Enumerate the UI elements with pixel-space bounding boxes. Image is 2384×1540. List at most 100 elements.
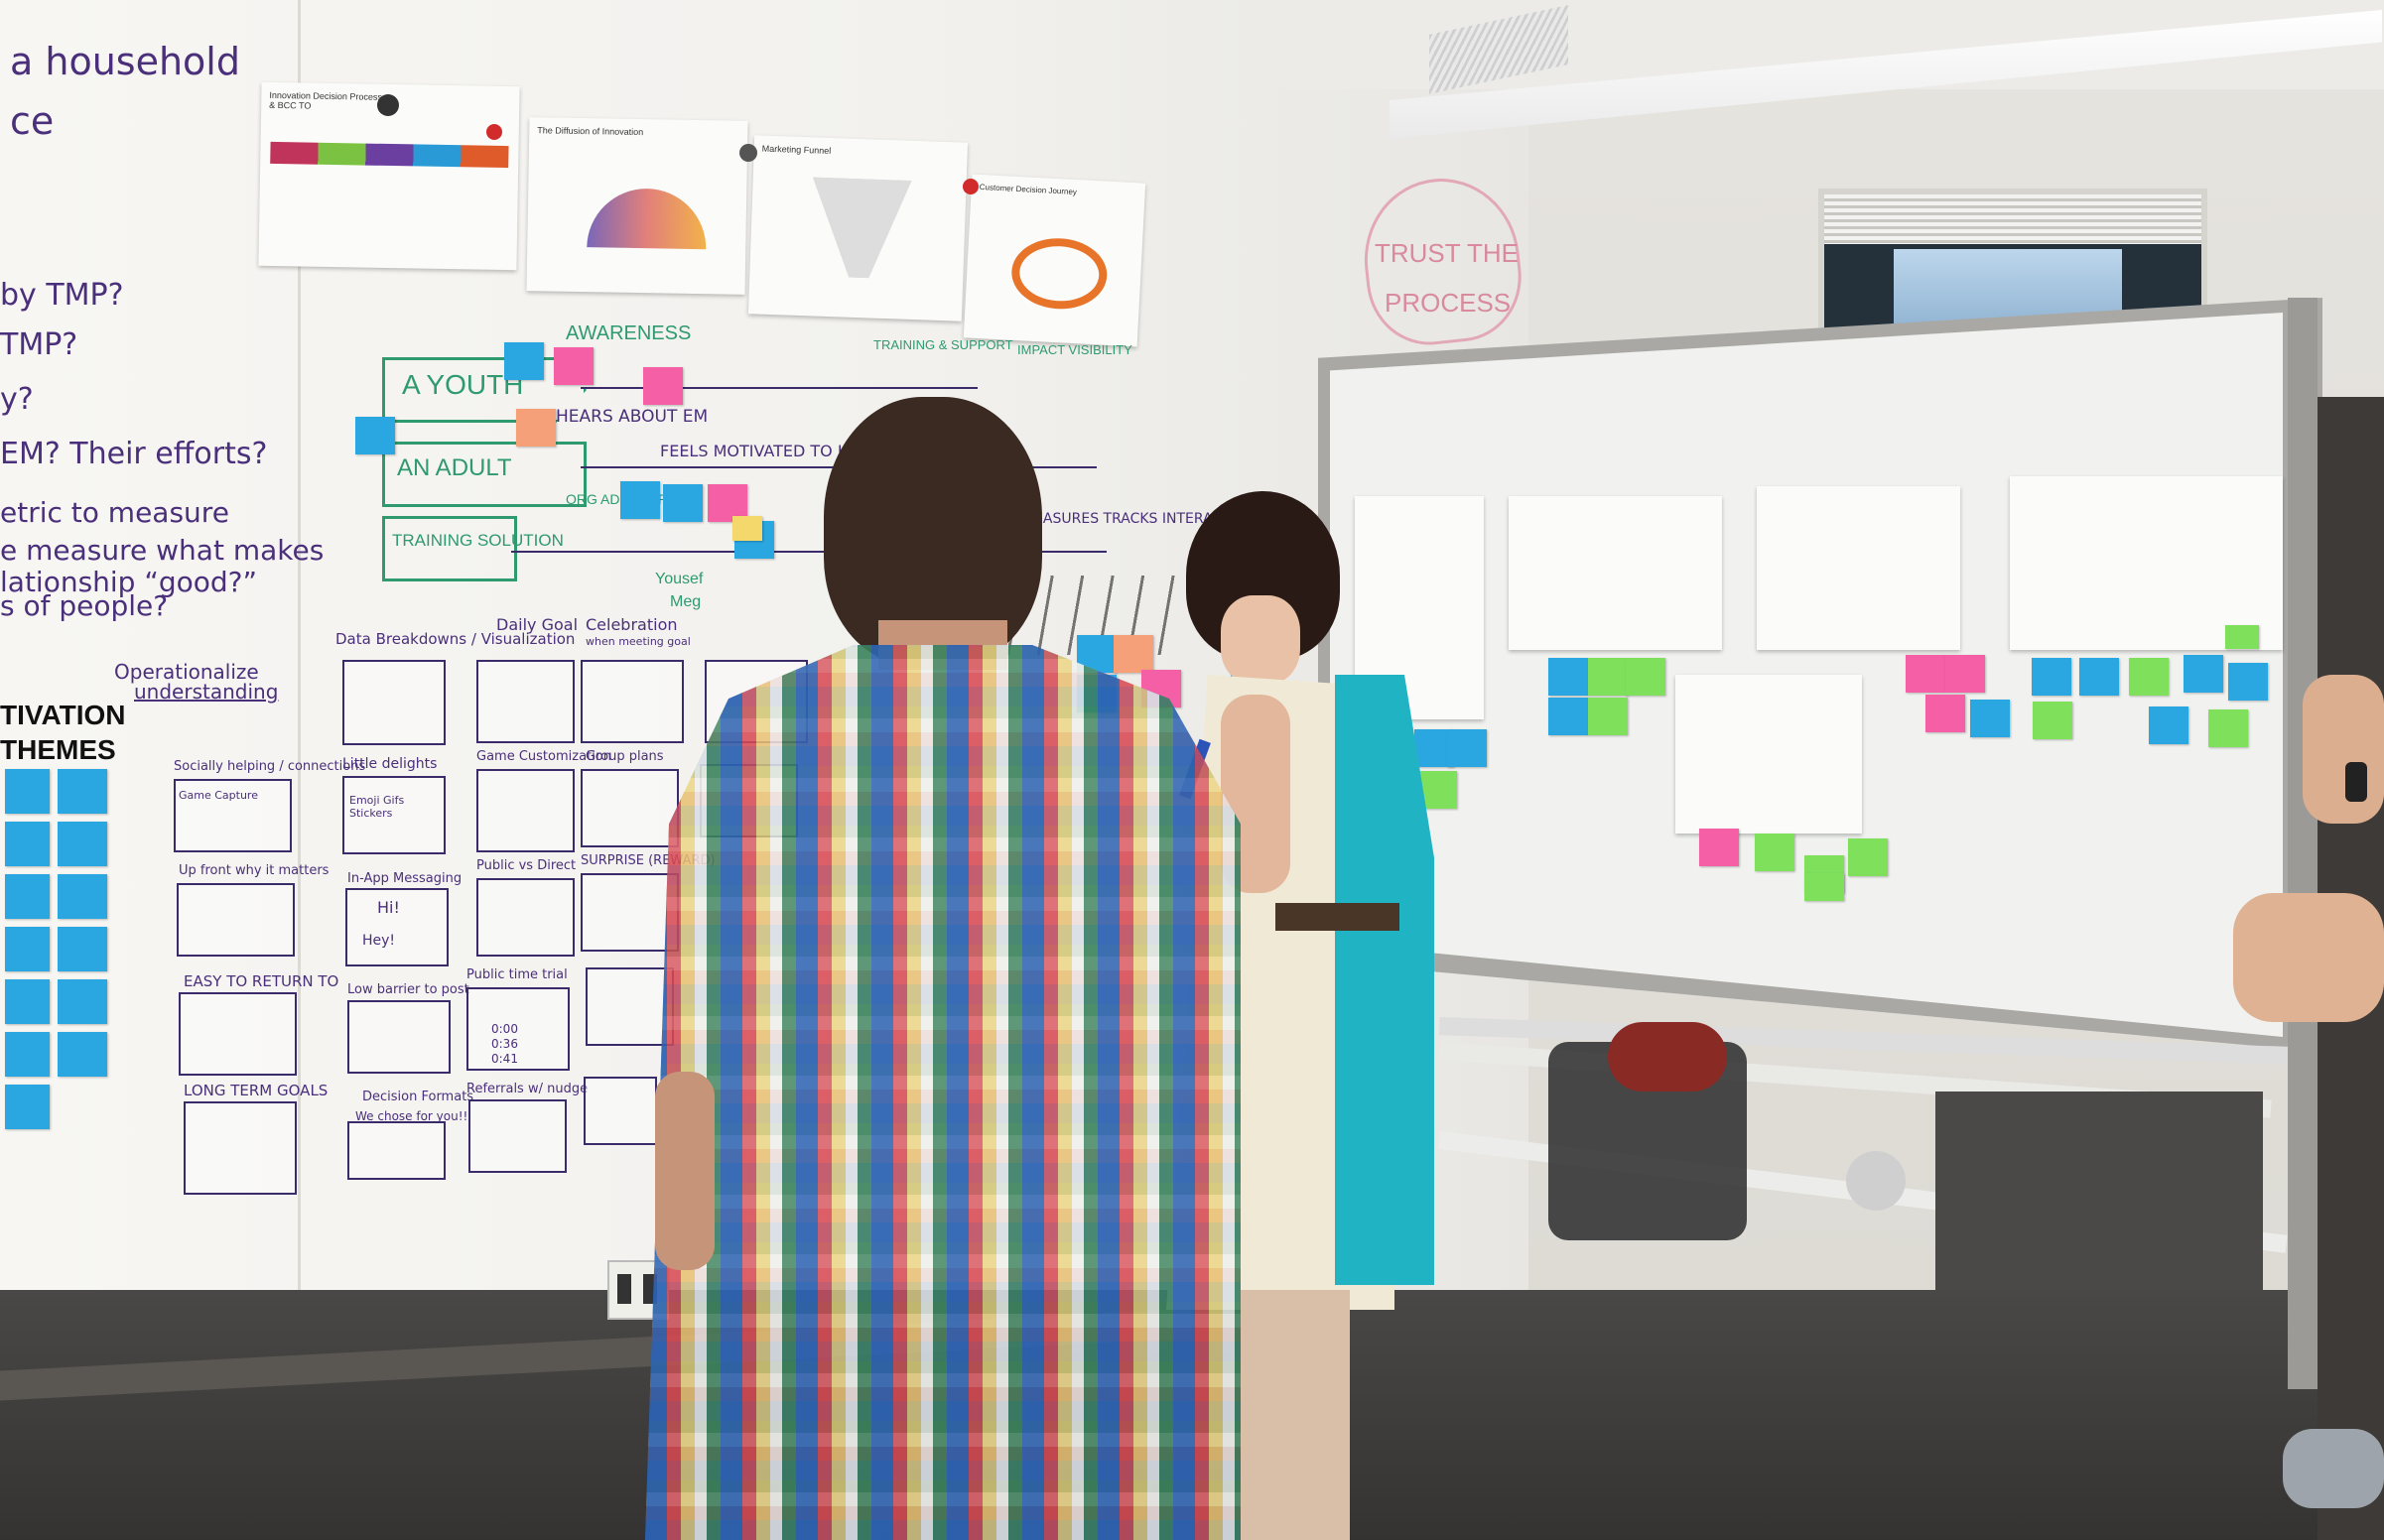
whiteboard-post	[2288, 298, 2318, 1389]
sketch-label: EASY TO RETURN TO	[184, 972, 339, 990]
printout-title: Customer Decision Journey	[979, 182, 1078, 197]
flow-line	[581, 387, 978, 389]
sketch-shock	[586, 967, 674, 1046]
window-blinds	[1824, 194, 2201, 244]
sketch-celebration	[581, 660, 684, 743]
left-note-5: y?	[0, 382, 34, 417]
magnet	[739, 144, 757, 162]
cabinet	[1935, 1091, 2263, 1290]
person-right-hand	[2233, 893, 2384, 1022]
watch	[2345, 762, 2367, 802]
storyboard-sheet-2	[1509, 496, 1722, 650]
sticky-note	[1755, 834, 1794, 871]
heart-text-2: PROCESS	[1385, 288, 1512, 318]
sticky-note	[58, 927, 107, 971]
sketch-referrals	[468, 1099, 567, 1173]
sketch-label: Emoji Gifs Stickers	[349, 794, 405, 820]
sketch-label: Public time trial	[466, 967, 568, 982]
sticky-note	[5, 927, 50, 971]
sticky-note	[5, 822, 50, 866]
sticky-note	[5, 1085, 50, 1129]
sticky-note	[1548, 658, 1588, 696]
flow-line	[511, 551, 1107, 553]
sticky-note	[1906, 655, 1945, 693]
sketch-game-capture	[174, 779, 292, 852]
themes-title-2: THEMES	[0, 734, 116, 765]
man-plaid-shirt	[645, 645, 1241, 1540]
sketch-label: Little delights	[342, 756, 438, 772]
sketch-label: Hi!	[377, 898, 400, 917]
sticky-note	[1970, 700, 2010, 737]
training-arrow	[382, 516, 517, 581]
sketch-low-barrier	[347, 1000, 451, 1074]
sticky-note	[58, 822, 107, 866]
person-right-arm	[2303, 675, 2384, 824]
sticky-note	[5, 1032, 50, 1077]
wall-corner-line	[298, 0, 301, 1379]
left-note-8: e measure what makes	[0, 534, 325, 567]
sticky-note	[2033, 702, 2072, 739]
sketch-long-term-goals	[184, 1101, 297, 1195]
sketch-label: Hey!	[362, 933, 396, 949]
sticky-note	[1848, 838, 1888, 876]
sketch-label: 0:00	[491, 1022, 518, 1036]
left-note-1: a household	[10, 40, 240, 83]
sticky-note	[2032, 658, 2071, 696]
sketch-surprise	[581, 873, 679, 952]
sketch-label: Decision Formats	[362, 1090, 474, 1104]
sticky-note	[58, 979, 107, 1024]
sticky-note	[643, 367, 683, 405]
sticky-note	[5, 874, 50, 919]
flow-meg: Meg	[670, 593, 702, 610]
sketch-daily-goal	[476, 660, 575, 743]
sticky-note	[1626, 658, 1665, 696]
sketch-label: Group plans	[586, 749, 664, 764]
bell-curve	[587, 188, 708, 250]
sticky-note	[1925, 695, 1965, 732]
sketch-label: In-App Messaging	[347, 871, 463, 886]
sketch-public-direct	[476, 878, 575, 957]
sketch-group-plans	[581, 769, 679, 847]
sketch-label: Game Capture	[179, 789, 258, 802]
sketch-label: Referrals w/ nudge	[466, 1082, 589, 1096]
sketch-label: Daily Goal	[496, 615, 579, 634]
sticky-note	[58, 874, 107, 919]
heart-text-1: TRUST THE	[1375, 238, 1519, 268]
sticky-note	[355, 417, 395, 454]
sticky-note	[2208, 709, 2248, 747]
sketch-in-app-messaging	[345, 888, 449, 966]
sketch-label: 0:36	[491, 1037, 518, 1051]
sketch-time-trial	[466, 987, 570, 1071]
sticky-note	[2129, 658, 2169, 696]
magnet	[486, 124, 502, 140]
sticky-note	[1699, 829, 1739, 866]
printout-diffusion: The Diffusion of Innovation	[526, 117, 748, 295]
sticky-note	[58, 769, 107, 814]
sketch-label: Low barrier to post	[347, 982, 469, 997]
sketch-label: LONG TERM GOALS	[184, 1082, 329, 1099]
sketch-label: Public vs Direct	[476, 858, 577, 873]
left-note-6: EM? Their efforts?	[0, 437, 268, 471]
left-note-4: TMP?	[0, 327, 78, 362]
sticky-note	[620, 481, 660, 519]
woman-legs	[1241, 1290, 1350, 1540]
printout-decision-journey: Customer Decision Journey	[963, 174, 1146, 347]
sticky-note	[5, 979, 50, 1024]
sticky-note	[2228, 663, 2268, 701]
sketch-customization	[476, 769, 575, 852]
sketch-label: 0:41	[491, 1052, 518, 1066]
sketch-data-breakdowns	[342, 660, 446, 745]
flow-support: TRAINING & SUPPORT	[873, 337, 1013, 352]
sticky-note	[732, 516, 762, 541]
sticky-note	[1548, 698, 1588, 735]
sketch-why-it-matters	[177, 883, 295, 957]
chair-seat	[1608, 1022, 1727, 1091]
flow-youth: A YOUTH	[402, 369, 524, 400]
sketch-label: Socially helping / connections	[174, 759, 366, 774]
flow-awareness: AWARENESS	[566, 322, 692, 344]
printout-title: Innovation Decision Process & BCC TO	[269, 89, 383, 111]
sketch-easy-to-return	[179, 992, 297, 1076]
magnet	[377, 94, 399, 116]
sketch-label: Game Customization	[476, 749, 611, 764]
woman-dress-teal	[1335, 675, 1434, 1285]
